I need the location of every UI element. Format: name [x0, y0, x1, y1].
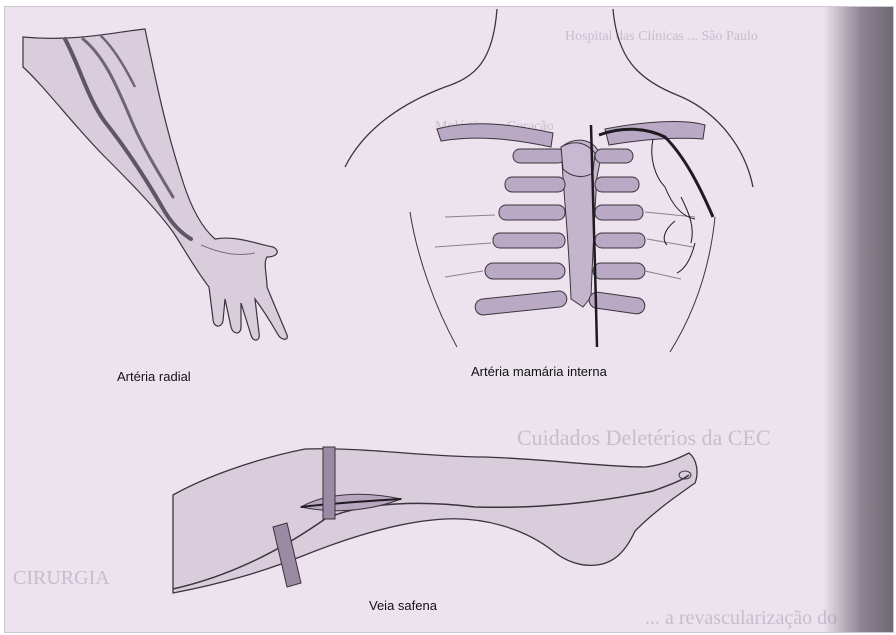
page-gutter-shadow: [823, 7, 893, 632]
left-clavicle: [437, 124, 553, 147]
aortic-arch: [561, 143, 595, 177]
leg-illustration: [173, 447, 697, 593]
caption-internal-mammary-artery: Artéria mamária interna: [471, 364, 607, 379]
chest-illustration: [345, 9, 753, 352]
left-ribs: [474, 149, 567, 316]
anatomy-illustration: [5, 7, 893, 632]
caption-saphenous-vein: Veia safena: [369, 598, 437, 613]
upper-strap: [323, 447, 335, 519]
arm-illustration: [23, 29, 287, 340]
left-torso-outline: [410, 212, 457, 347]
caption-radial-artery: Artéria radial: [117, 369, 191, 384]
arm-outline: [23, 29, 287, 340]
leg-outline: [173, 449, 697, 593]
artery-branches: [652, 139, 695, 273]
left-shoulder-outline: [345, 9, 497, 167]
scanned-page: Hospital das Clínicas ... São Paulo Molé…: [4, 6, 894, 633]
